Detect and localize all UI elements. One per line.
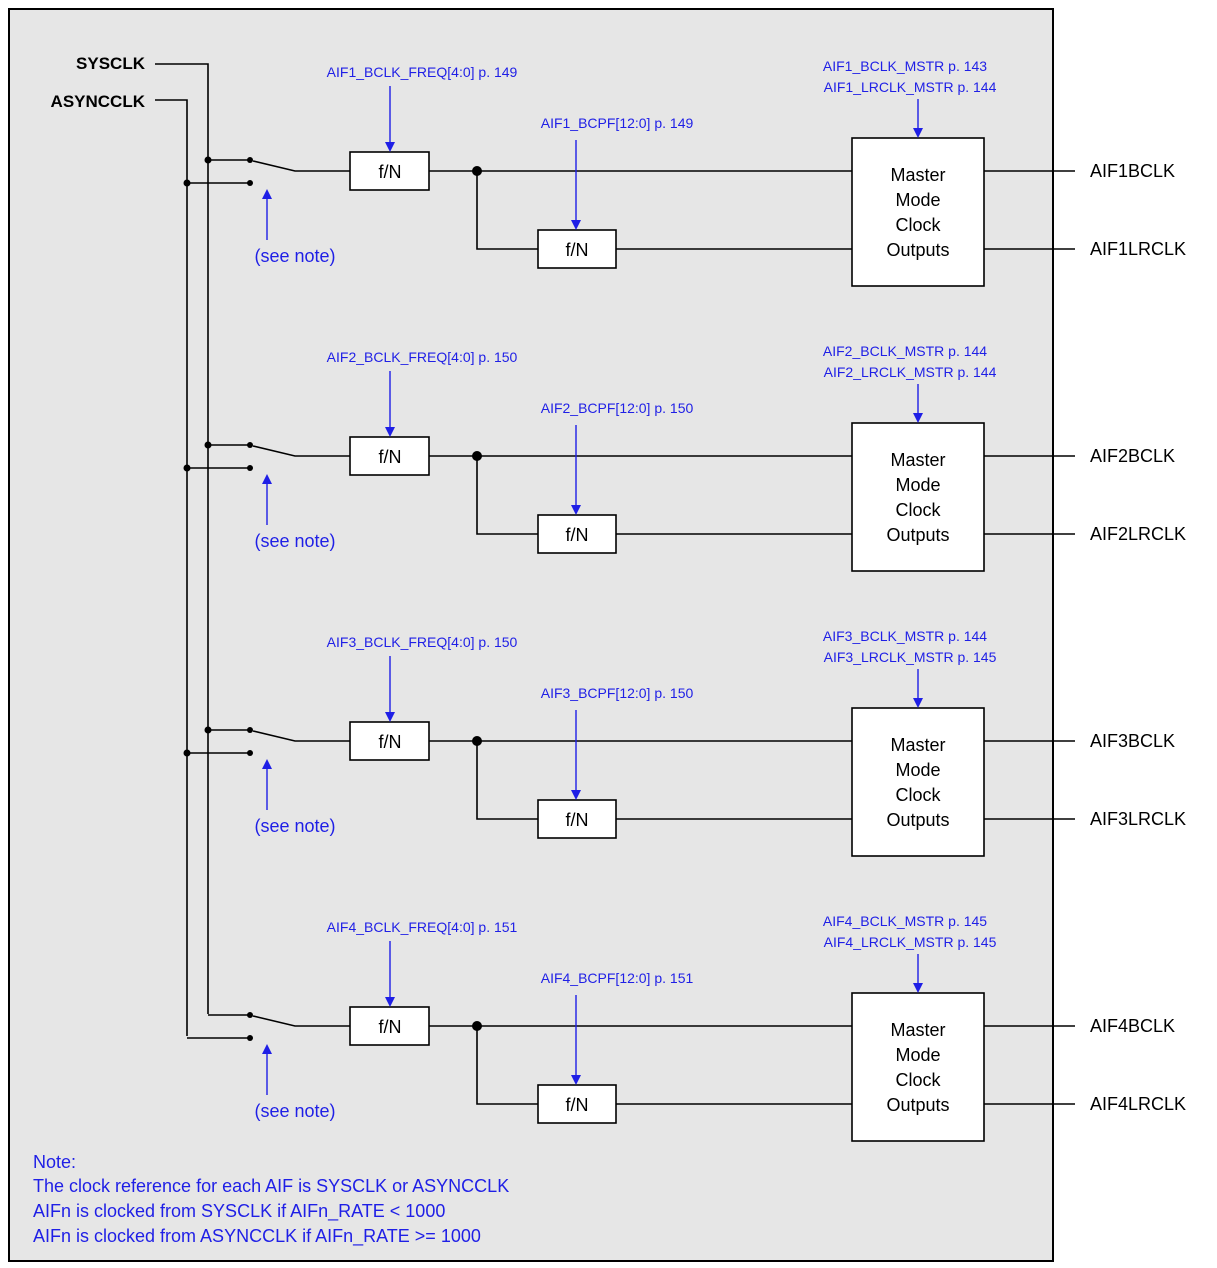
lrclk-divider-box (537, 229, 617, 269)
lrclk-output-label: AIF2LRCLK (1090, 524, 1186, 544)
master-box-line-1: Master (890, 735, 945, 755)
bclk-divider-label: f/N (378, 732, 401, 752)
sysclk-bus (155, 63, 209, 1014)
switch-contact-asyncclk (247, 465, 253, 471)
bclk-divider-label: f/N (378, 447, 401, 467)
bclk-output-label: AIF1BCLK (1090, 161, 1175, 181)
lrclk-divider-box (537, 799, 617, 839)
bcpf-register: AIF2_BCPF[12:0] p. 150 (541, 400, 694, 416)
lrclk-mstr-register: AIF2_LRCLK_MSTR p. 144 (824, 364, 997, 380)
bcpf-register: AIF1_BCPF[12:0] p. 149 (541, 115, 694, 131)
lrclk-branch-wire (476, 1026, 538, 1105)
bclk-freq-register: AIF4_BCLK_FREQ[4:0] p. 151 (327, 919, 518, 935)
bclk-divider-label: f/N (378, 1017, 401, 1037)
master-box-line-2: Mode (895, 760, 940, 780)
master-box-line-3: Clock (895, 500, 941, 520)
master-box-line-3: Clock (895, 1070, 941, 1090)
note-line-2: AIFn is clocked from SYSCLK if AIFn_RATE… (33, 1201, 445, 1222)
master-box-line-3: Clock (895, 215, 941, 235)
lrclk-divider-label: f/N (565, 525, 588, 545)
bclk-mstr-register: AIF1_BCLK_MSTR p. 143 (823, 58, 987, 74)
switch-contact-asyncclk (247, 1035, 253, 1041)
clock-select-switch (252, 730, 350, 742)
lrclk-output-label: AIF4LRCLK (1090, 1094, 1186, 1114)
lrclk-mstr-register: AIF3_LRCLK_MSTR p. 145 (824, 649, 997, 665)
bclk-divider-label: f/N (378, 162, 401, 182)
clock-select-switch (252, 160, 350, 172)
aif1-section: (see note) f/N AIF1_BCLK_FREQ[4:0] p. 149 f… (183, 58, 1186, 287)
master-box-line-4: Outputs (886, 240, 949, 260)
bclk-divider-box (349, 721, 430, 761)
bclk-output-label: AIF3BCLK (1090, 731, 1175, 751)
master-mode-clock-outputs-box (851, 707, 985, 857)
bclk-mstr-register: AIF2_BCLK_MSTR p. 144 (823, 343, 987, 359)
switch-contact-sysclk (247, 727, 253, 733)
asyncclk-bus (155, 99, 188, 1036)
master-box-line-2: Mode (895, 190, 940, 210)
see-note-label: (see note) (254, 246, 335, 266)
bclk-mstr-register: AIF3_BCLK_MSTR p. 144 (823, 628, 987, 644)
lrclk-branch-wire (476, 741, 538, 820)
switch-contact-sysclk (247, 1012, 253, 1018)
aif3-section: (see note) f/N AIF3_BCLK_FREQ[4:0] p. 150 f… (183, 628, 1186, 857)
aif-sections: (see note) f/N AIF1_BCLK_FREQ[4:0] p. 149 f… (183, 58, 1186, 1142)
switch-contact-sysclk (247, 157, 253, 163)
lrclk-divider-label: f/N (565, 810, 588, 830)
note-block: Note: The clock reference for each AIF i… (33, 1152, 509, 1247)
lrclk-mstr-register: AIF4_LRCLK_MSTR p. 145 (824, 934, 997, 950)
aif2-section: (see note) f/N AIF2_BCLK_FREQ[4:0] p. 150 f… (183, 343, 1186, 572)
lrclk-output-label: AIF3LRCLK (1090, 809, 1186, 829)
clock-select-switch (252, 445, 350, 457)
sysclk-label: SYSCLK (76, 54, 146, 73)
see-note-label: (see note) (254, 816, 335, 836)
lrclk-divider-label: f/N (565, 1095, 588, 1115)
bclk-freq-register: AIF3_BCLK_FREQ[4:0] p. 150 (327, 634, 518, 650)
note-line-1: The clock reference for each AIF is SYSC… (33, 1176, 509, 1196)
master-box-line-1: Master (890, 450, 945, 470)
master-mode-clock-outputs-box (851, 992, 985, 1142)
master-box-line-4: Outputs (886, 810, 949, 830)
clock-select-switch (252, 1015, 350, 1027)
bcpf-register: AIF4_BCPF[12:0] p. 151 (541, 970, 694, 986)
bclk-freq-register: AIF1_BCLK_FREQ[4:0] p. 149 (327, 64, 518, 80)
see-note-label: (see note) (254, 1101, 335, 1121)
see-note-label: (see note) (254, 531, 335, 551)
master-box-line-1: Master (890, 165, 945, 185)
switch-contact-asyncclk (247, 180, 253, 186)
master-mode-clock-outputs-box (851, 137, 985, 287)
switch-contact-asyncclk (247, 750, 253, 756)
bclk-output-label: AIF4BCLK (1090, 1016, 1175, 1036)
bclk-divider-box (349, 1006, 430, 1046)
lrclk-divider-box (537, 1084, 617, 1124)
lrclk-branch-wire (476, 456, 538, 535)
bclk-output-label: AIF2BCLK (1090, 446, 1175, 466)
lrclk-divider-label: f/N (565, 240, 588, 260)
master-box-line-2: Mode (895, 1045, 940, 1065)
bclk-freq-register: AIF2_BCLK_FREQ[4:0] p. 150 (327, 349, 518, 365)
lrclk-output-label: AIF1LRCLK (1090, 239, 1186, 259)
master-box-line-4: Outputs (886, 1095, 949, 1115)
bclk-mstr-register: AIF4_BCLK_MSTR p. 145 (823, 913, 987, 929)
note-line-3: AIFn is clocked from ASYNCCLK if AIFn_RA… (33, 1226, 481, 1247)
lrclk-divider-box (537, 514, 617, 554)
lrclk-branch-wire (476, 171, 538, 250)
master-mode-clock-outputs-box (851, 422, 985, 572)
asyncclk-label: ASYNCCLK (51, 92, 146, 111)
switch-contact-sysclk (247, 442, 253, 448)
bclk-divider-box (349, 151, 430, 191)
note-heading: Note: (33, 1152, 76, 1172)
aif4-section: (see note) f/N AIF4_BCLK_FREQ[4:0] p. 151 f… (187, 913, 1186, 1142)
bcpf-register: AIF3_BCPF[12:0] p. 150 (541, 685, 694, 701)
master-box-line-3: Clock (895, 785, 941, 805)
master-box-line-4: Outputs (886, 525, 949, 545)
master-box-line-2: Mode (895, 475, 940, 495)
lrclk-mstr-register: AIF1_LRCLK_MSTR p. 144 (824, 79, 997, 95)
master-box-line-1: Master (890, 1020, 945, 1040)
